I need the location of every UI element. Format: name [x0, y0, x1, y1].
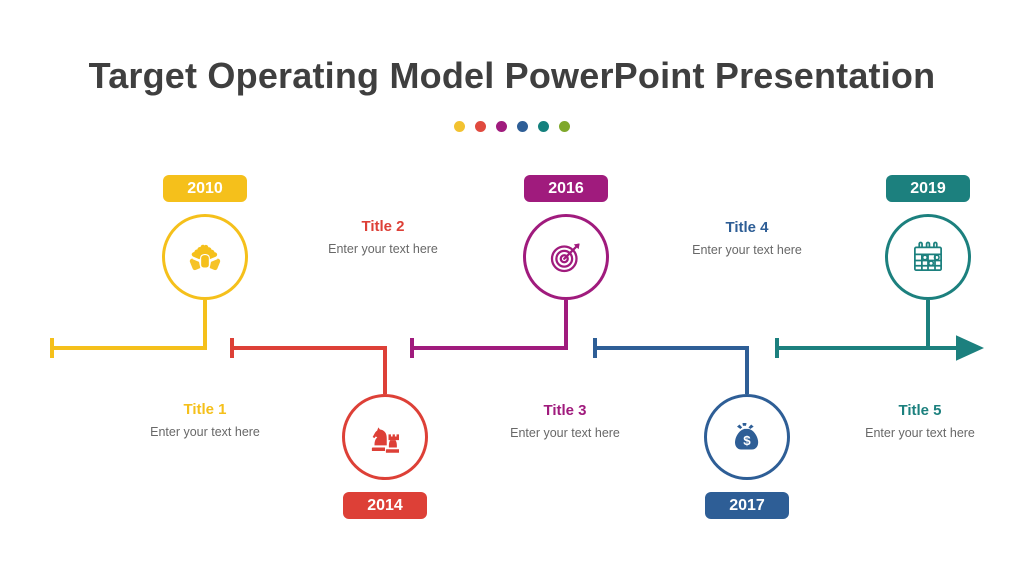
- year-badge-2010[interactable]: 2010: [163, 175, 247, 202]
- caption-title-5: Title 5: [898, 402, 942, 419]
- milestone-node-2019[interactable]: [885, 214, 971, 300]
- accent-dot-5: [538, 121, 549, 132]
- year-badge-2014[interactable]: 2014: [343, 492, 427, 519]
- caption-body-2: Enter your text here: [328, 242, 438, 256]
- chess-pieces-icon: [371, 427, 399, 453]
- calendar-icon: [914, 241, 942, 271]
- caption-block-3: Title 3 Enter your text here: [445, 402, 685, 440]
- caption-block-4: Title 4 Enter your text here: [627, 219, 867, 257]
- caption-body-3: Enter your text here: [510, 426, 620, 440]
- money-bag-icon: $: [734, 423, 759, 450]
- caption-block-1: Title 1 Enter your text here: [85, 401, 325, 439]
- connector-segment-5: [775, 300, 984, 361]
- connector-segment-1: [50, 300, 207, 358]
- year-badge-2017[interactable]: 2017: [705, 492, 789, 519]
- connector-segment-2: [230, 338, 387, 394]
- svg-text:$: $: [743, 433, 751, 448]
- caption-title-2: Title 2: [361, 218, 405, 235]
- page-title: Target Operating Model PowerPoint Presen…: [88, 55, 936, 96]
- handshake-icon: [189, 244, 221, 271]
- accent-dot-2: [475, 121, 486, 132]
- accent-dot-3: [496, 121, 507, 132]
- accent-dot-4: [517, 121, 528, 132]
- caption-body-1: Enter your text here: [150, 425, 260, 439]
- connector-segment-3: [410, 300, 568, 358]
- accent-dot-1: [454, 121, 465, 132]
- caption-title-4: Title 4: [725, 219, 769, 236]
- target-dart-icon: [550, 243, 580, 273]
- caption-body-4: Enter your text here: [692, 243, 802, 257]
- year-badge-2019[interactable]: 2019: [886, 175, 970, 202]
- milestone-node-2016[interactable]: [523, 214, 609, 300]
- caption-body-5: Enter your text here: [865, 426, 975, 440]
- accent-dot-row: [0, 121, 1024, 132]
- accent-dot-6: [559, 121, 570, 132]
- milestone-node-2017[interactable]: $: [704, 394, 790, 480]
- caption-title-1: Title 1: [183, 401, 227, 418]
- milestone-node-2014[interactable]: [342, 394, 428, 480]
- connector-segment-4: [593, 338, 749, 394]
- caption-block-2: Title 2 Enter your text here: [263, 218, 503, 256]
- caption-title-3: Title 3: [543, 402, 587, 419]
- year-badge-2016[interactable]: 2016: [524, 175, 608, 202]
- milestone-node-2010[interactable]: [162, 214, 248, 300]
- caption-block-5: Title 5 Enter your text here: [800, 402, 1024, 440]
